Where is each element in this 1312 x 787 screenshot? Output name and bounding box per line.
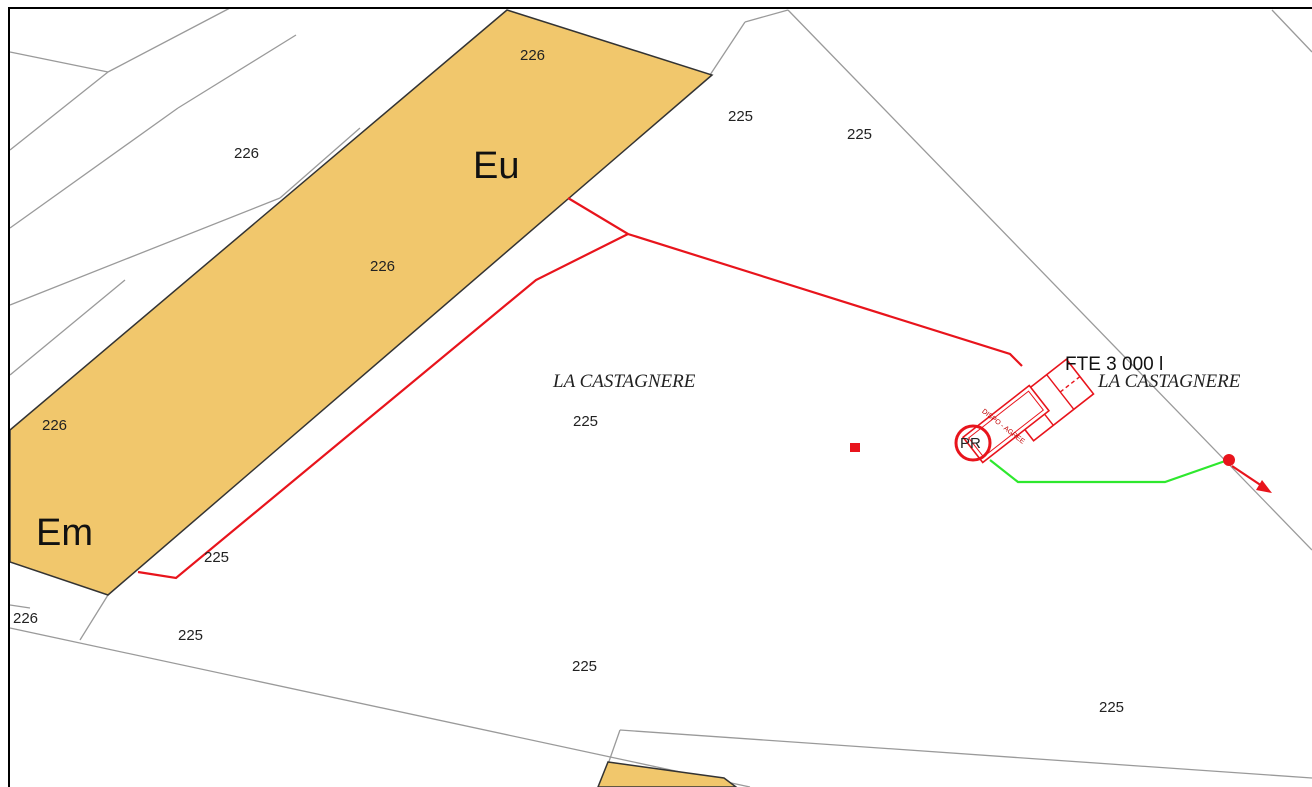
elevation-label: 225 [573, 413, 598, 430]
outlet-arrowhead-icon [1256, 480, 1272, 493]
disposal-unit [961, 384, 1051, 464]
place-label: LA CASTAGNERE [552, 371, 696, 392]
elevation-label: 225 [1099, 699, 1124, 716]
elevation-label: 226 [370, 258, 395, 275]
parcel-lines [9, 7, 1312, 787]
elevation-label: 226 [520, 47, 545, 64]
elevation-label: 226 [234, 145, 259, 162]
elevation-label: 225 [572, 658, 597, 675]
pr-circle [954, 424, 992, 462]
place-label: LA CASTAGNERE [1097, 371, 1241, 392]
elevation-label: 226 [13, 610, 38, 627]
outlet-point [1223, 454, 1235, 466]
zone-label-eu: Eu [473, 145, 519, 187]
red-network [137, 197, 1023, 580]
zone-label-em: Em [36, 512, 93, 554]
map-frame [8, 7, 1312, 787]
zone-eu-polygon [9, 9, 714, 596]
elevation-label: 225 [204, 549, 229, 566]
red-square-marker [850, 443, 860, 452]
tank-capacity-label: FTE 3 000 l [1065, 354, 1163, 375]
green-outlet-line [989, 458, 1229, 484]
elevation-label: 226 [42, 417, 67, 434]
pr-label: PR [960, 435, 981, 452]
elevation-label: 225 [178, 627, 203, 644]
elevation-label: 225 [728, 108, 753, 125]
zone-bottom-polygon [597, 761, 738, 787]
elevation-label: 225 [847, 126, 872, 143]
